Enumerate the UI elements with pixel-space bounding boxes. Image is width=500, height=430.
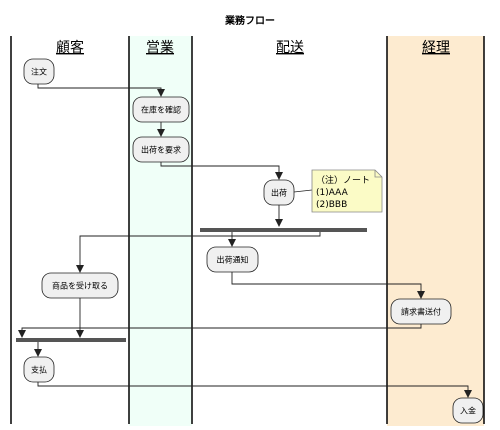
- lane-separators: [10, 36, 485, 424]
- edge-notice-to-invoice: [231, 272, 425, 299]
- note-line-3: (2)BBB: [316, 200, 347, 210]
- activity-deposit: 入金: [452, 397, 484, 424]
- activity-ship: 出荷: [263, 179, 295, 206]
- activity-order: 注文: [23, 58, 55, 85]
- note: （注）ノート (1)AAA (2)BBB: [293, 169, 383, 213]
- lane-title-accounting: 経理: [422, 40, 450, 56]
- activity-order-label: 注文: [31, 67, 47, 77]
- activity-ship-notice: 出荷通知: [206, 246, 259, 273]
- lane-title-delivery: 配送: [276, 40, 304, 56]
- diagram-title: 業務フロー: [224, 14, 275, 27]
- lane-title-sales: 営業: [146, 40, 174, 56]
- activity-send-invoice-label: 請求書送付: [401, 307, 441, 317]
- activity-pay-label: 支払: [31, 365, 47, 375]
- edge-request-to-ship: [160, 162, 283, 180]
- activity-ship-notice-label: 出荷通知: [217, 255, 249, 265]
- edge-pay-to-deposit: [37, 382, 472, 398]
- lane-background-accounting: [387, 36, 484, 426]
- note-line-1: （注）ノート: [316, 174, 370, 186]
- activity-request-shipment-label: 出荷を要求: [141, 145, 181, 155]
- activity-check-stock: 在庫を確認: [132, 96, 190, 123]
- activity-ship-label: 出荷: [271, 188, 287, 198]
- activity-send-invoice: 請求書送付: [390, 298, 452, 325]
- activity-request-shipment: 出荷を要求: [132, 136, 190, 163]
- edge-fork-to-receive: [76, 230, 321, 273]
- activity-check-stock-label: 在庫を確認: [141, 105, 181, 115]
- edge-order-to-check: [37, 84, 165, 97]
- edge-invoice-to-join: [18, 324, 422, 338]
- activity-pay: 支払: [23, 356, 55, 383]
- note-line-2: (1)AAA: [316, 188, 349, 198]
- flow-connectors: [18, 84, 472, 398]
- lane-background-sales: [129, 36, 192, 426]
- activity-deposit-label: 入金: [460, 406, 476, 416]
- fork-bar: [200, 228, 367, 232]
- activity-receive-goods-label: 商品を受け取る: [52, 281, 108, 291]
- join-bar: [16, 338, 126, 342]
- activity-receive-goods: 商品を受け取る: [41, 272, 119, 299]
- lane-title-customer: 顧客: [56, 39, 84, 56]
